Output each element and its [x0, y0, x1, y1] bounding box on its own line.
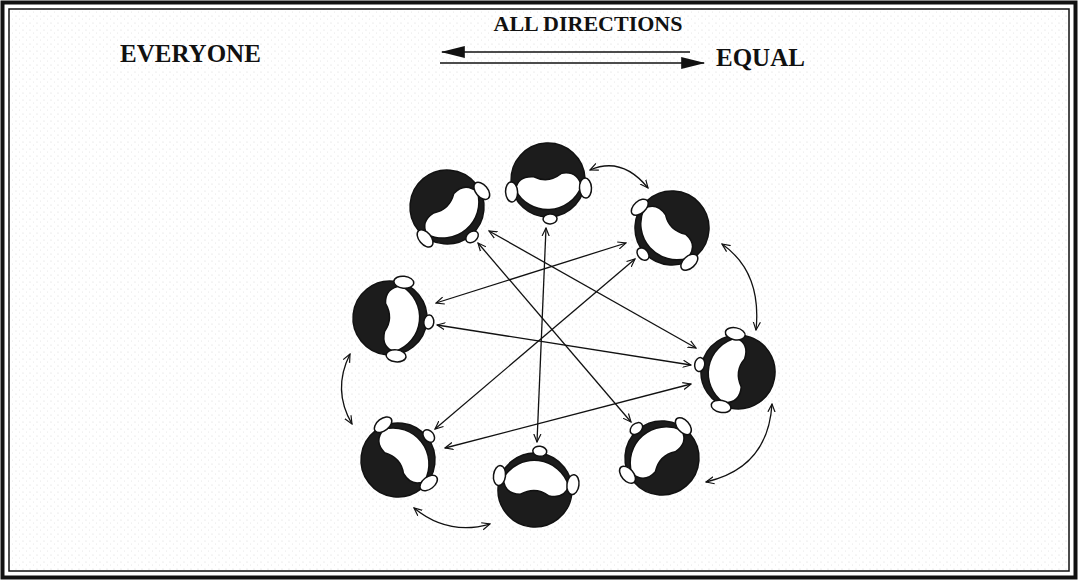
curved-arrow	[706, 404, 772, 482]
exchange-arrow	[478, 243, 631, 422]
heads	[342, 141, 782, 532]
person-head	[488, 441, 583, 532]
side-label: EVERYONE	[120, 40, 261, 68]
heading-label: ALL DIRECTIONS	[494, 12, 683, 36]
person-head	[611, 171, 729, 289]
outer-frame	[3, 3, 1076, 578]
exchange-arrow	[437, 325, 691, 365]
person-head	[687, 321, 783, 421]
person-head	[349, 271, 439, 365]
stipple-ground	[8, 8, 1070, 572]
curved-arrow	[414, 508, 490, 528]
exchange-arrow	[436, 243, 626, 303]
person-head	[342, 399, 459, 517]
person-head	[601, 397, 719, 515]
curved-arrow	[590, 166, 648, 188]
exchange-arrow	[435, 259, 635, 429]
side-label: EQUAL	[716, 44, 805, 72]
inner-frame	[9, 9, 1069, 571]
person-head	[390, 151, 508, 268]
curved-arrow	[341, 354, 352, 424]
person-head	[503, 141, 593, 226]
right-arrow	[440, 62, 704, 64]
curved-arrow	[722, 244, 757, 330]
left-arrow	[442, 51, 690, 53]
